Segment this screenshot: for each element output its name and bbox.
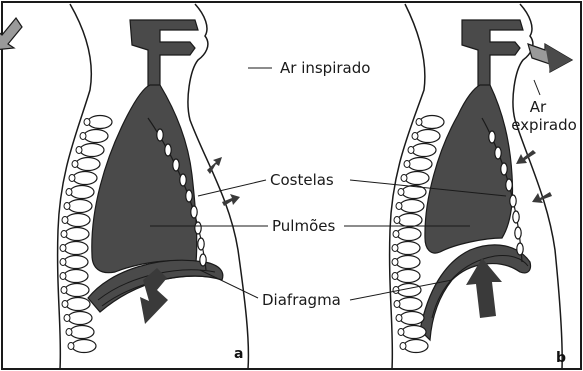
panel-a — [0, 4, 248, 369]
label-ribs: Costelas — [270, 171, 334, 189]
leader-ribs-a — [198, 180, 266, 196]
leader-expired-air — [534, 80, 540, 95]
panel-label-a: a — [234, 346, 243, 362]
panel-label-b: b — [556, 350, 566, 366]
airway-b — [462, 20, 523, 90]
inspiration-arrow — [0, 18, 22, 50]
airway-a — [130, 20, 198, 90]
label-lungs: Pulmões — [272, 217, 335, 235]
label-expired-air-line2: expirado — [511, 116, 577, 134]
label-inspired-air: Ar inspirado — [280, 59, 370, 77]
expiration-arrow — [528, 44, 572, 72]
label-expired-air-line1: Ar — [530, 98, 547, 116]
lung-b — [425, 85, 513, 253]
label-diaphragm: Diafragma — [262, 291, 341, 309]
leader-diaphragm-a — [200, 270, 258, 298]
diaphragm-b — [420, 245, 531, 340]
